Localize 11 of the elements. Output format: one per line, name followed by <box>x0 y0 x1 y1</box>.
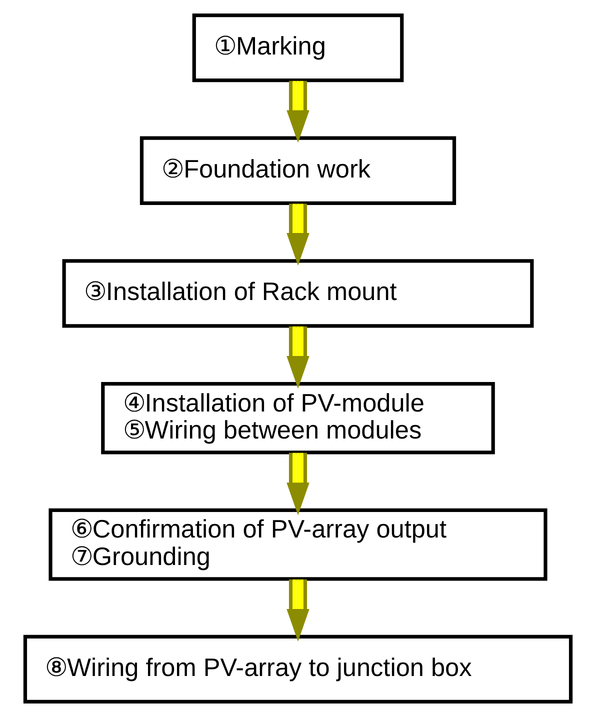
node-box: ⑧Wiring from PV-array to junction box <box>22 634 572 704</box>
arrow <box>286 579 309 642</box>
arrow <box>286 452 309 516</box>
arrow <box>286 80 309 143</box>
node-box: ①Marking <box>192 13 404 82</box>
node-box: ④Installation of PV-module ⑤Wiring between modules <box>100 382 494 454</box>
arrow <box>286 204 309 266</box>
node-box: ⑥Confirmation of PV-array output ⑦Grounding <box>48 508 547 581</box>
arrow <box>286 326 309 389</box>
node-box: ③Installation of Rack mount <box>62 259 534 328</box>
node-box: ②Foundation work <box>139 136 456 205</box>
